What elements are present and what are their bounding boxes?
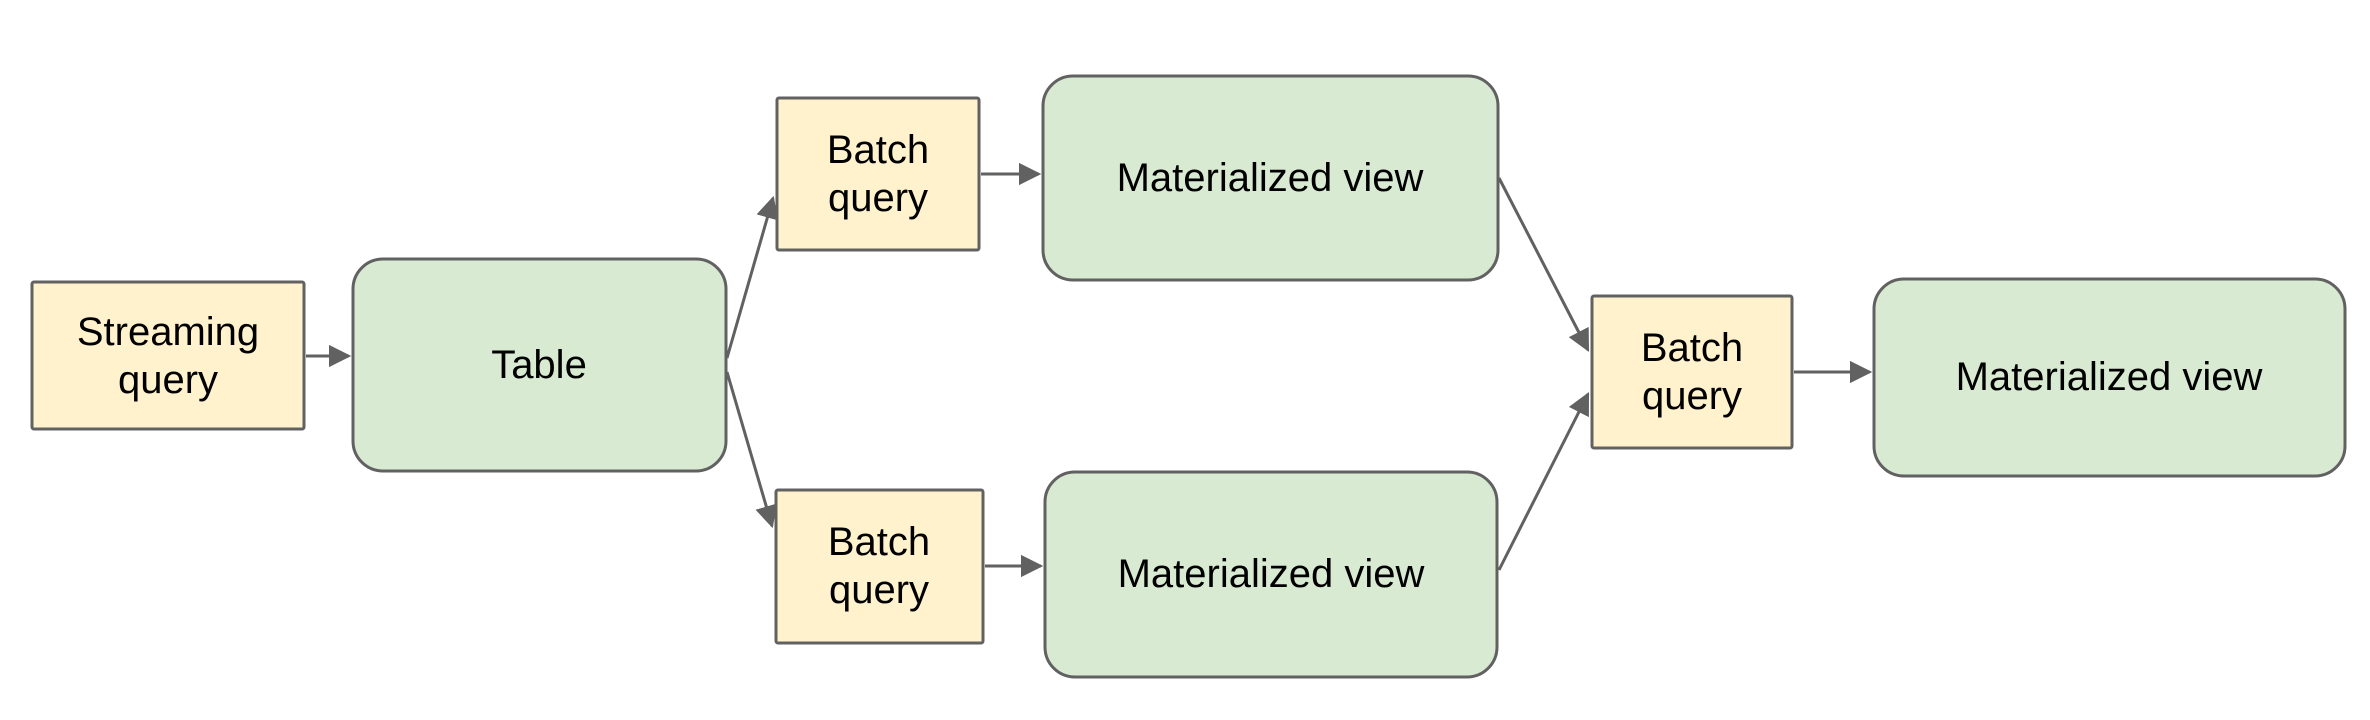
node-streaming-query: Streaming query	[30, 280, 306, 431]
streaming-query-box	[30, 280, 306, 431]
batch-query-final-box	[1590, 294, 1794, 450]
edge-materialized-view-top-to-batch-query-final	[1497, 177, 1590, 352]
node-materialized-view-final: Materialized view	[1872, 277, 2347, 478]
streaming-query-label-line2: query	[118, 358, 218, 402]
materialized-view-top-label: Materialized view	[1117, 156, 1424, 200]
node-batch-query-bottom: Batch query	[774, 488, 985, 645]
edge-table-to-batch-query-bottom	[725, 371, 778, 529]
batch-query-bottom-label-line1: Batch	[828, 520, 930, 564]
materialized-view-final-label: Materialized view	[1956, 355, 2263, 399]
table-box	[351, 257, 728, 473]
node-batch-query-top: Batch query	[775, 96, 981, 252]
materialized-view-final-box	[1872, 277, 2347, 478]
batch-query-top-label-line2: query	[828, 176, 928, 220]
node-materialized-view-top: Materialized view	[1041, 74, 1500, 282]
node-table: Table	[351, 257, 728, 473]
batch-query-bottom-label-line2: query	[829, 568, 929, 612]
batch-query-final-label-line2: query	[1642, 374, 1742, 418]
materialized-view-bottom-label: Materialized view	[1118, 552, 1425, 596]
batch-query-bottom-box	[774, 488, 985, 645]
materialized-view-top-box	[1041, 74, 1500, 282]
batch-query-final-label-line1: Batch	[1641, 326, 1743, 370]
streaming-query-label-line1: Streaming	[77, 310, 259, 354]
materialized-view-bottom-box	[1043, 470, 1499, 679]
node-batch-query-final: Batch query	[1590, 294, 1794, 450]
batch-query-top-label-line1: Batch	[827, 128, 929, 172]
node-materialized-view-bottom: Materialized view	[1043, 470, 1499, 679]
edge-materialized-view-bottom-to-batch-query-final	[1497, 391, 1590, 571]
batch-query-top-box	[775, 96, 981, 252]
table-label: Table	[491, 343, 587, 387]
edge-table-to-batch-query-top	[725, 195, 779, 359]
